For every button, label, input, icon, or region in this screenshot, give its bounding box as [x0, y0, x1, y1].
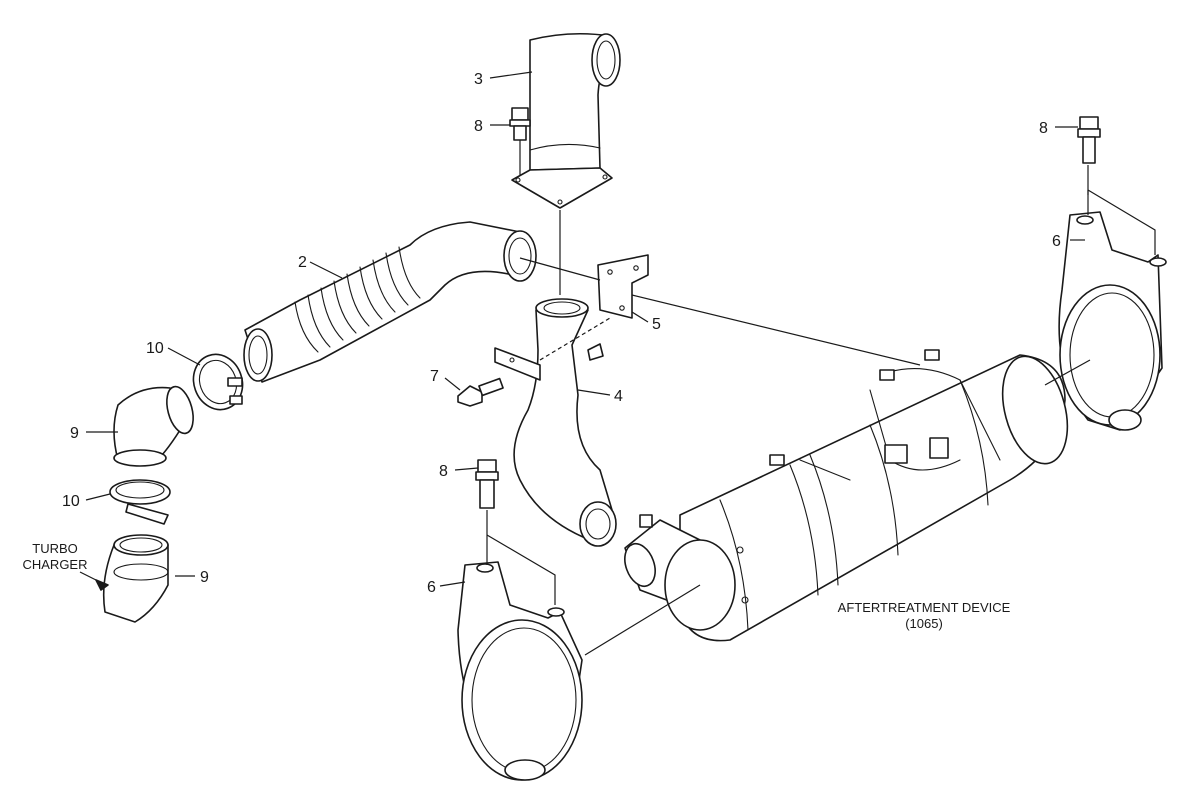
strap-clamp-part-6-lower	[457, 561, 583, 781]
callout-8-lower: 8	[439, 463, 448, 480]
callout-leaders	[79, 71, 1085, 591]
bolt-part-7	[457, 377, 504, 407]
callout-5: 5	[652, 316, 661, 333]
callout-8-top: 8	[474, 118, 483, 135]
bolt-part-8-top	[509, 107, 531, 141]
aftertreatment-label-line2: (1065)	[905, 616, 943, 631]
strap-clamp-part-6-right	[1058, 211, 1167, 431]
callout-3: 3	[474, 71, 483, 88]
callout-7: 7	[430, 368, 439, 385]
elbow-part-9-upper	[113, 385, 194, 467]
turbo-charger-label-line1: TURBO	[32, 541, 78, 556]
flex-pipe-part-2	[243, 221, 537, 383]
elbow-pipe-part-4	[494, 298, 617, 547]
callout-numbers: 3 8 8 2 6 5 10 7 4 9 8 10 9 6	[62, 71, 1061, 596]
sensor-harness	[639, 349, 1001, 528]
band-clamp-part-10-lower	[109, 479, 171, 525]
turbo-charger-label-line2: CHARGER	[22, 557, 87, 572]
band-clamp-part-10-upper	[192, 353, 244, 411]
callout-10-lower: 10	[62, 493, 80, 510]
bolt-part-8-lower	[475, 459, 499, 509]
bolt-part-8-right	[1077, 116, 1101, 164]
callout-9-lower: 9	[200, 569, 209, 586]
elbow-part-9-lower	[102, 534, 169, 623]
mounting-bracket-part-5	[597, 254, 649, 319]
text-labels: TURBO CHARGER AFTERTREATMENT DEVICE (106…	[22, 541, 1010, 631]
exhaust-stack-part-3	[511, 32, 621, 209]
callout-10-upper: 10	[146, 340, 164, 357]
aftertreatment-label-line1: AFTERTREATMENT DEVICE	[838, 600, 1011, 615]
callout-2: 2	[298, 254, 307, 271]
bellows-corrugations	[294, 246, 421, 353]
callout-8-right: 8	[1039, 120, 1048, 137]
assembly-lines	[486, 140, 1156, 656]
callout-6-right: 6	[1052, 233, 1061, 250]
callout-6-lower: 6	[427, 579, 436, 596]
aftertreatment-device	[624, 349, 1069, 642]
callout-4: 4	[614, 388, 623, 405]
callout-9-upper: 9	[70, 425, 79, 442]
